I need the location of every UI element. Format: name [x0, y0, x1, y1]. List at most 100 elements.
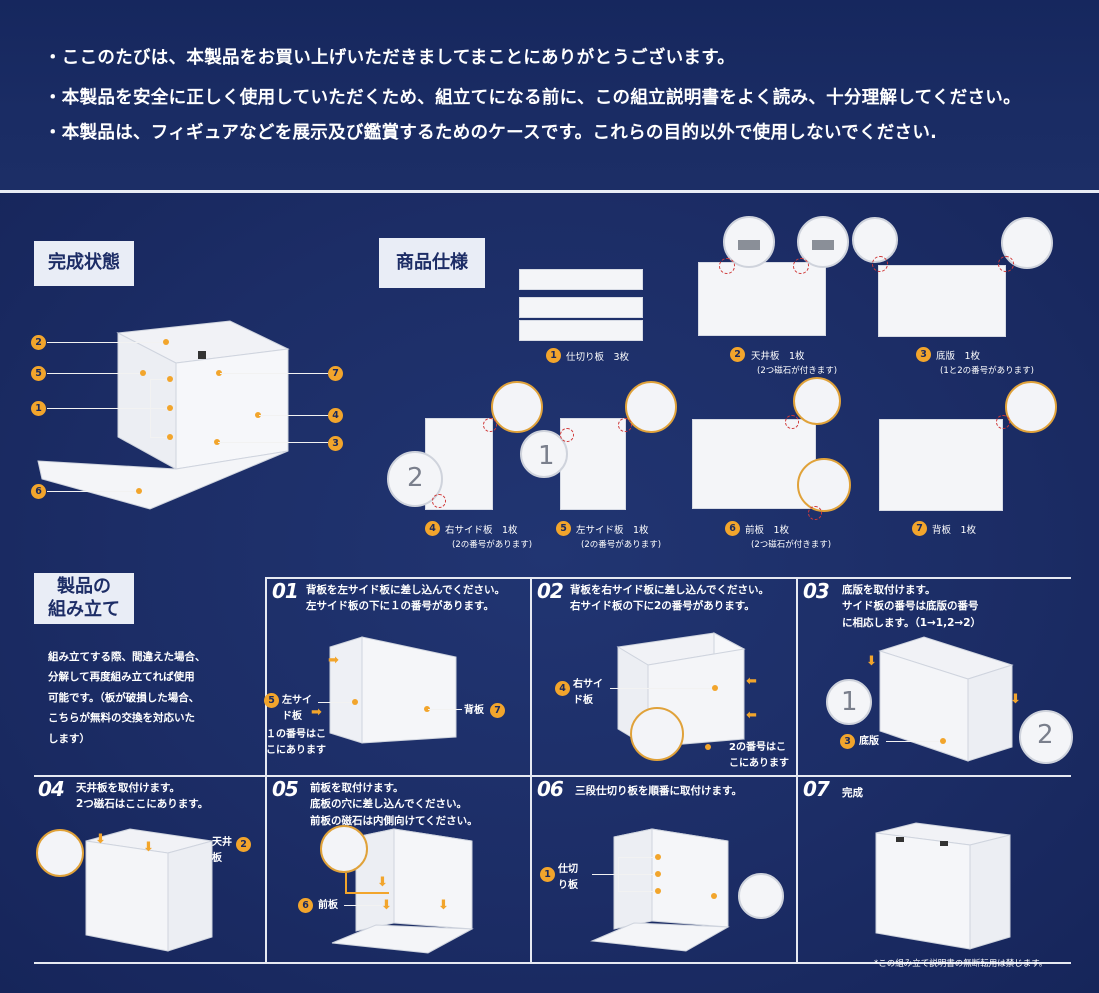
leader-line — [618, 857, 656, 858]
step01-illustration — [329, 636, 457, 744]
part-label-6: 前板 1枚 — [745, 525, 790, 536]
part-badge-4: 4 — [425, 521, 440, 536]
part-note-2: (2つ磁石が付きます) — [757, 366, 838, 376]
step-text-line: 右サイド板の下に2の番号があります。 — [570, 600, 755, 613]
callout-badge-1: 1 — [31, 401, 46, 416]
part-badge-5: 5 — [556, 521, 571, 536]
step02-number-note: 2の番号はこ こにあります — [729, 740, 789, 771]
step-text-line: 背板を左サイド板に差し込んでください。 — [306, 584, 505, 596]
callout-badge-7: 7 — [328, 366, 343, 381]
number-marker — [432, 494, 446, 508]
arrow-down-icon: ⬇ — [377, 875, 388, 890]
section-title-assembly-line1: 製品の — [57, 576, 111, 597]
leader-dot — [655, 888, 661, 894]
leader-dot — [655, 854, 661, 860]
notice-line-1: ・ここのたびは、本製品をお買い上げいただきましてまことにありがとうございます。 — [44, 48, 736, 68]
number-marker — [560, 428, 574, 442]
callout-badge-5: 5 — [31, 366, 46, 381]
step-text-line: 2つ磁石はここにあります。 — [76, 798, 209, 811]
leader-line — [345, 892, 389, 894]
step01-back-panel-label: 背板 — [464, 705, 484, 716]
part-label-7: 背板 1枚 — [932, 525, 977, 536]
slot-zoom-circle — [625, 381, 677, 433]
step-number-05: 05 — [272, 777, 299, 801]
step-number-01: 01 — [272, 579, 299, 603]
leader-dot — [167, 434, 173, 440]
assembly-desc-line: します） — [48, 732, 90, 745]
grid-line — [34, 962, 1071, 964]
arrow-down-icon: ⬇ — [381, 898, 392, 913]
part-badge-7: 7 — [912, 521, 927, 536]
completed-case-final — [875, 822, 1011, 950]
magnet-marker — [719, 258, 735, 274]
leader-line — [345, 873, 347, 893]
step03-badge-3: 3 — [840, 734, 855, 749]
grid-line — [796, 577, 798, 962]
step-text-01: 背板を左サイド板に差し込んでください。 左サイド板の下に１の番号があります。 — [306, 582, 505, 615]
step01-badge-5: 5 — [264, 693, 279, 708]
leader-dot — [255, 412, 261, 418]
grid-line — [265, 577, 267, 775]
leader-dot — [214, 439, 220, 445]
step-text-05: 前板を取付けます。 底板の穴に差し込んでください。 前板の磁石は内側向けてくださ… — [310, 780, 478, 829]
callout-badge-3: 3 — [328, 436, 343, 451]
magnet-marker — [808, 506, 822, 520]
leader-line — [428, 709, 462, 710]
part-note-5: (2の番号があります) — [581, 540, 662, 550]
section-title-completed: 完成状態 — [34, 241, 134, 286]
slot-zoom-circle — [1005, 381, 1057, 433]
assembly-desc-line: 組み立てする際、間違えた場合、 — [48, 651, 206, 663]
arrow-down-icon: ⬇ — [438, 898, 449, 913]
leader-dot — [163, 339, 169, 345]
top-panel — [698, 262, 826, 336]
leader-dot — [140, 370, 146, 376]
detail-zoom-circle — [320, 825, 368, 873]
assembly-description: 組み立てする際、間違えた場合、 分解して再度組み立てれば使用 可能です。（板が破… — [48, 647, 206, 749]
number-two-mark: 2 — [1037, 720, 1054, 750]
step-text-02: 背板を右サイド板に差し込んでください。 右サイド板の下に2の番号があります。 — [570, 582, 769, 615]
notice-line-3: ・本製品は、フィギュアなどを展示及び鑑賞するためのケースです。これらの目的以外で… — [44, 123, 938, 143]
back-panel — [879, 419, 1003, 511]
leader-line — [47, 491, 137, 492]
leader-line — [150, 408, 169, 409]
notice-line-2: ・本製品を安全に正しく使用していただくため、組立てになる前に、この組立説明書をよ… — [44, 88, 1021, 108]
step04-badge-2: 2 — [236, 837, 251, 852]
step-text-line: 底版を取付けます。 — [842, 584, 936, 596]
leader-line — [318, 702, 354, 703]
arrow-right-icon: ➡ — [311, 705, 322, 720]
part-note-6: (2つ磁石が付きます) — [751, 540, 832, 550]
step-label-line: 天井 — [212, 837, 232, 848]
leader-line — [150, 437, 169, 438]
leader-dot — [167, 405, 173, 411]
leader-line — [47, 408, 150, 409]
magnet-marker — [785, 415, 799, 429]
leader-line — [610, 688, 714, 689]
step-number-06: 06 — [537, 777, 564, 801]
step-number-02: 02 — [537, 579, 564, 603]
magnet-icon — [738, 240, 760, 250]
leader-line — [47, 342, 165, 343]
instruction-sheet: 完成状態 2 5 1 6 7 4 3 商品仕様 1 仕切り板 3枚 — [0, 193, 1099, 993]
leader-line — [886, 741, 942, 742]
step-text-03: 底版を取付けます。 サイド板の番号は底版の番号 に相応します。（1→1,2→2） — [842, 582, 981, 631]
leader-dot — [655, 871, 661, 877]
divider — [0, 190, 1099, 193]
assembly-desc-line: 分解して再度組み立てれば使用 — [48, 671, 195, 684]
slot-marker — [483, 418, 497, 432]
notice-band: ・ここのたびは、本製品をお買い上げいただきましてまことにありがとうございます。 … — [0, 0, 1099, 190]
leader-line — [592, 874, 618, 875]
step-label-line: 板 — [212, 852, 222, 864]
arrow-right-icon: ➡ — [328, 653, 339, 668]
leader-dot — [216, 370, 222, 376]
part-label-2: 天井板 1枚 — [751, 351, 805, 362]
part-label-1: 仕切り板 3枚 — [566, 352, 630, 363]
step-text-line: サイド板の番号は底版の番号 — [842, 600, 979, 613]
magnet-zoom-circle — [793, 377, 841, 425]
number-zoom-circle — [630, 707, 684, 761]
leader-dot — [940, 738, 946, 744]
leader-dot — [711, 893, 717, 899]
step05-front-label: 前板 — [318, 900, 338, 911]
leader-line — [618, 891, 656, 892]
step-label-line: こにあります — [729, 757, 789, 769]
step04-top-panel-label: 天井 板 — [212, 835, 232, 866]
